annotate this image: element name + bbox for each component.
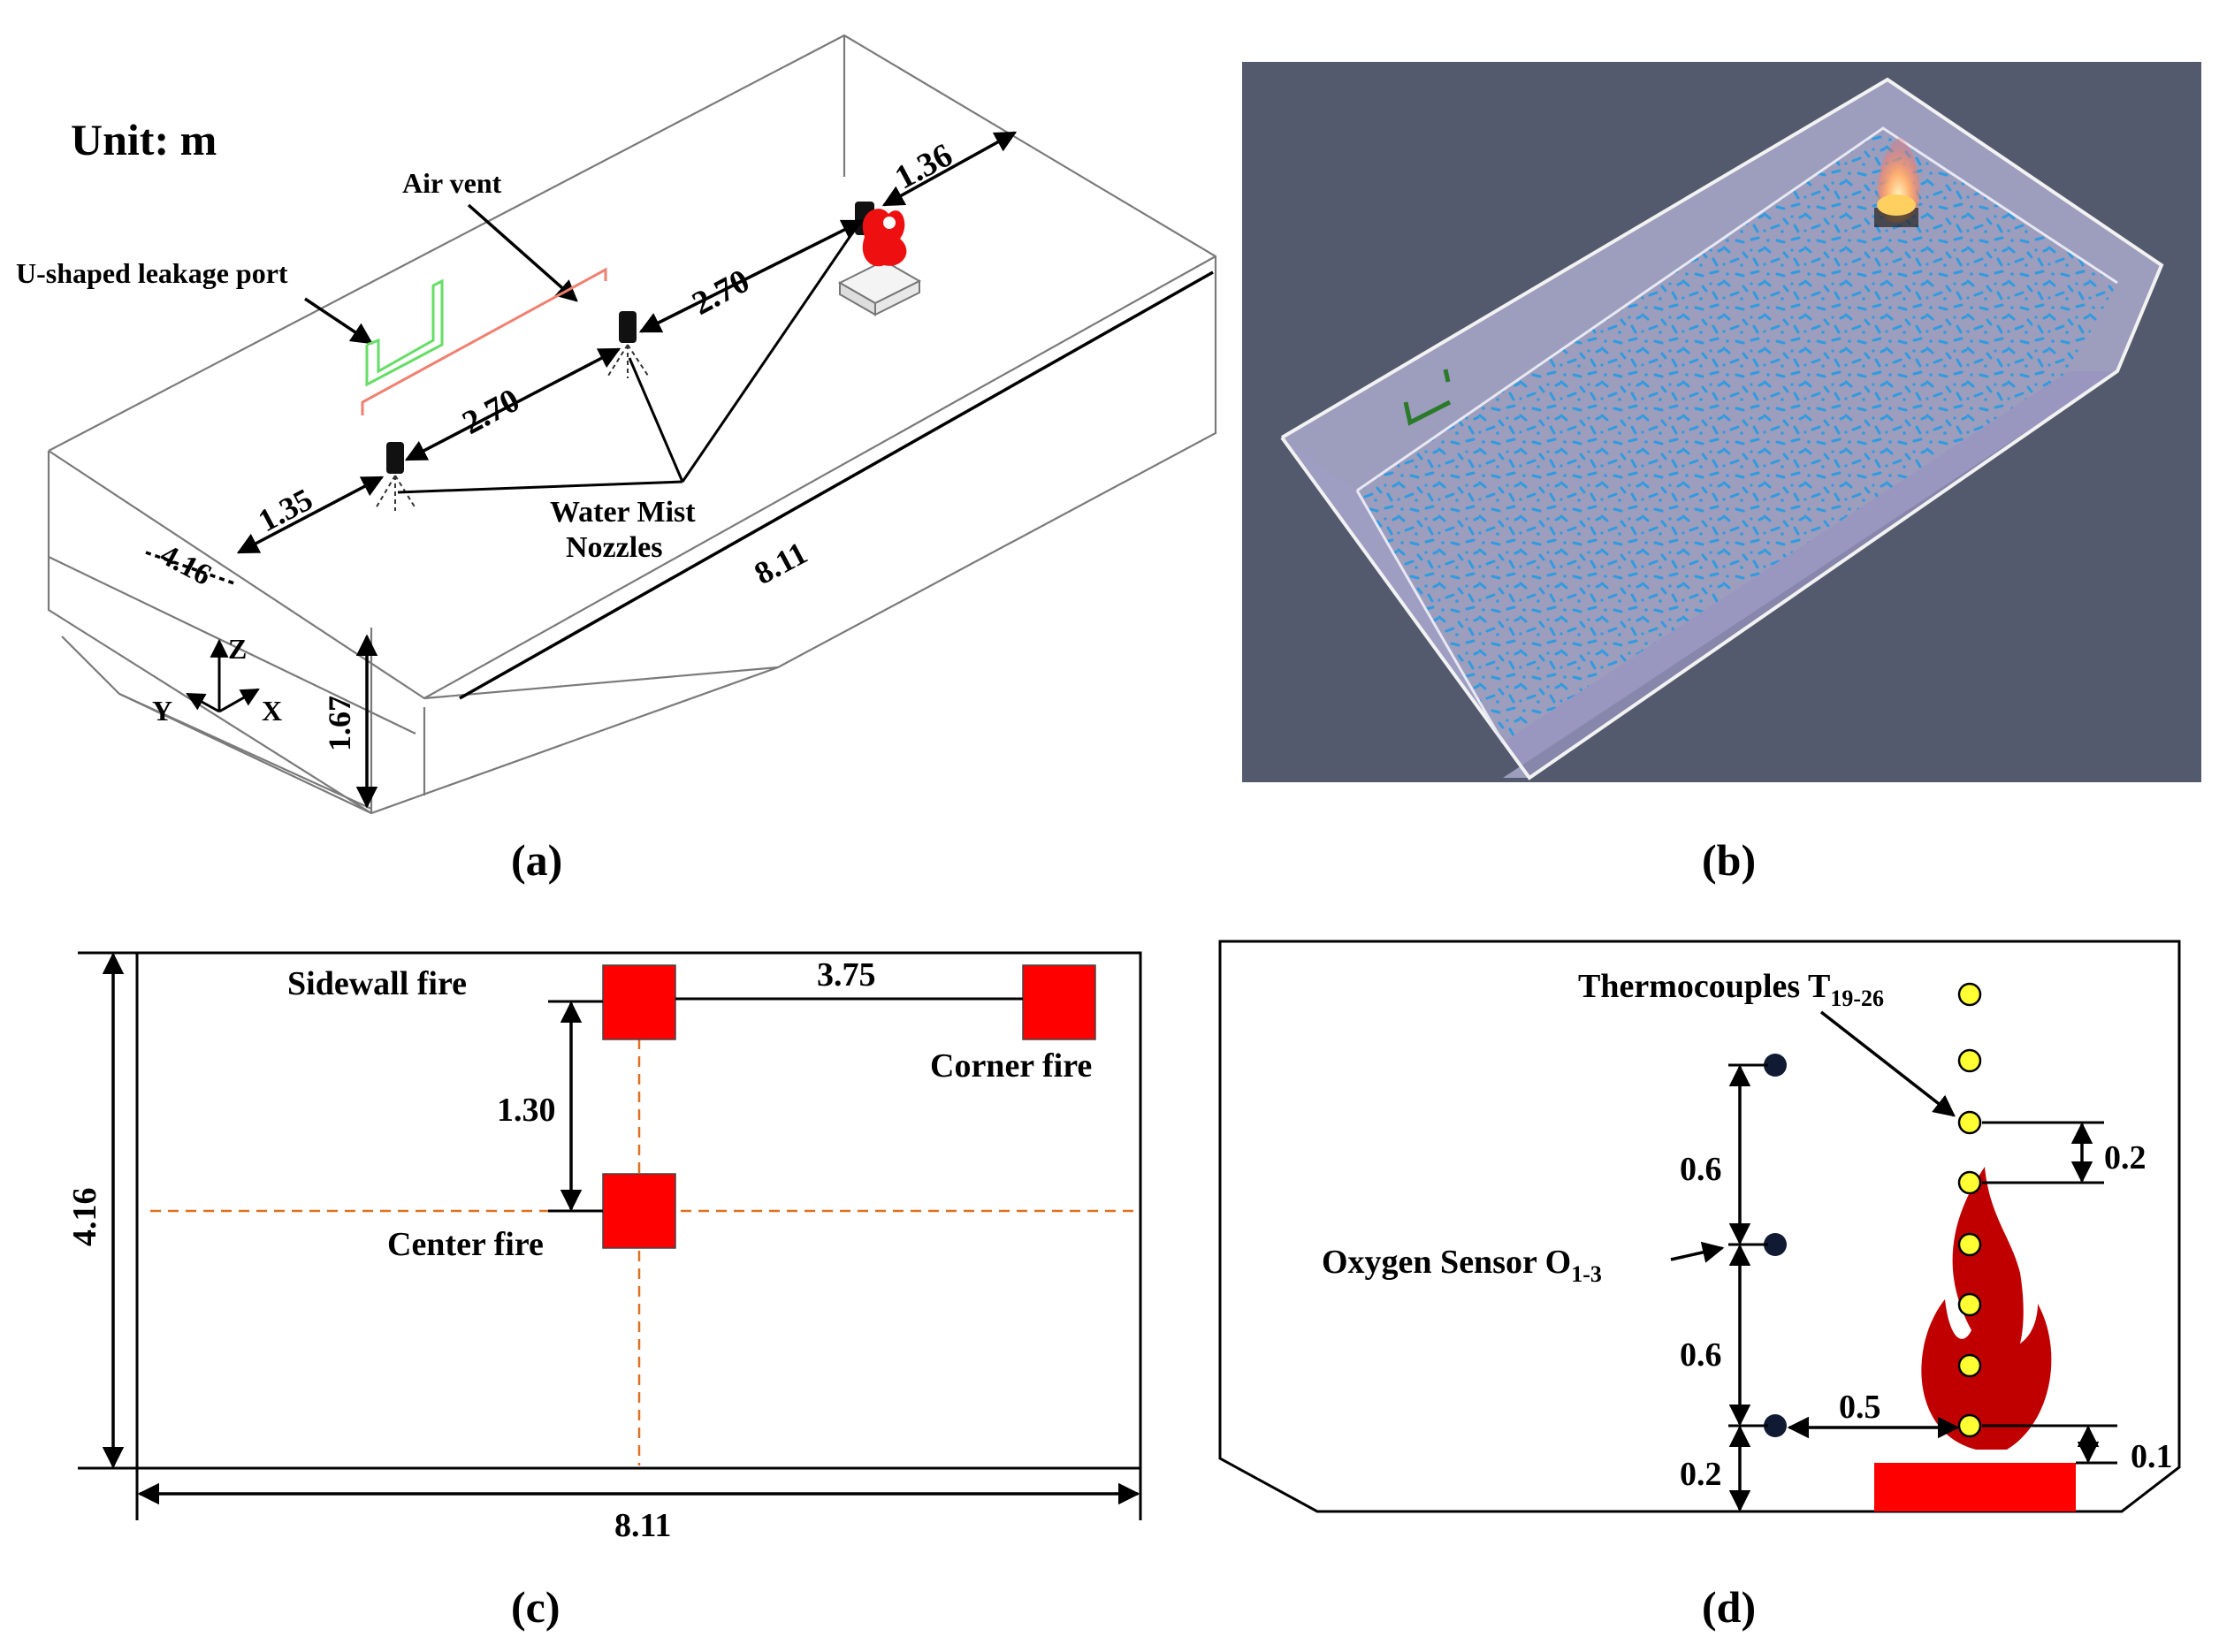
thermocouples-leader	[1819, 1010, 1956, 1117]
corner-fire	[1022, 964, 1096, 1040]
oxygen-sensor-label: Oxygen Sensor O1-3	[1322, 1244, 1602, 1287]
leakage-port-leader	[304, 297, 374, 345]
nozzle-1	[375, 442, 416, 511]
caption-d: (d)	[1702, 1582, 1756, 1632]
dim-2-70-lower: 2.70	[456, 382, 525, 442]
axis-x-label: X	[262, 695, 282, 727]
oxygen-sensor	[1764, 1414, 1787, 1437]
dim-0-2-left: 0.2	[1680, 1456, 1722, 1493]
panel-b: (b)	[1242, 62, 2201, 885]
thermocouple	[1957, 982, 1982, 1007]
sidewall-fire-label: Sidewall fire	[287, 965, 467, 1002]
dim-1-35: 1.35	[253, 481, 318, 538]
dim-2-70-upper-arrow	[638, 219, 865, 333]
tank-inner-edge	[1356, 126, 2118, 492]
dim-1-36: 1.36	[889, 136, 958, 196]
dim-0-2-right: 0.2	[2104, 1139, 2147, 1176]
fire-base	[1874, 1463, 2076, 1511]
dim-0-1: 0.1	[2131, 1438, 2173, 1475]
left-dimension-ticks	[1728, 1063, 1768, 1513]
thermocouple	[1957, 1353, 1982, 1378]
leakage-port-marker	[1403, 369, 1452, 426]
dim-8-11-c: 8.11	[614, 1507, 671, 1544]
air-vent-label: Air vent	[402, 167, 502, 199]
dim-1-67: 1.67	[322, 696, 357, 751]
dim-2-70-lower-arrow	[404, 347, 621, 461]
thermocouple	[1957, 1110, 1982, 1135]
caption-a: (a)	[511, 835, 562, 885]
leakage-port-label: U-shaped leakage port	[16, 257, 288, 289]
dim-1-30: 1.30	[497, 1092, 556, 1129]
dim-0-5: 0.5	[1839, 1389, 1881, 1426]
nozzles-leaders	[397, 225, 859, 494]
center-fire-label: Center fire	[387, 1226, 544, 1263]
dim-0-6-upper: 0.6	[1680, 1151, 1722, 1188]
fire-plume-b	[1874, 137, 1920, 227]
dim-0-6-lower: 0.6	[1680, 1336, 1722, 1374]
tank-front-wall	[1503, 371, 2117, 778]
u-shaped-leakage-port	[365, 278, 444, 387]
oxygen-sensor	[1764, 1233, 1787, 1256]
panel-d: Thermocouples T19-26 Oxygen Sensor O1-3 …	[1218, 940, 2181, 1632]
thermocouples-label: Thermocouples T19-26	[1578, 968, 1884, 1011]
dim-4-16-c: 4.16	[66, 1188, 103, 1247]
dim-2-70-upper: 2.70	[686, 263, 755, 323]
caption-b: (b)	[1702, 835, 1756, 885]
air-vent-leader	[467, 203, 578, 302]
dim-8-11-arrow	[459, 270, 1214, 700]
unit-label: Unit: m	[71, 115, 217, 164]
panel-a: Unit: m Air vent U-shaped leakage port	[16, 34, 1217, 885]
thermocouple-column	[1957, 982, 1982, 1438]
dim-8-11: 8.11	[749, 535, 813, 591]
flame	[1921, 1167, 2052, 1450]
nozzles-label-line-2: Nozzles	[566, 531, 663, 564]
dim-1-36-arrow	[881, 131, 1018, 207]
tank-floor-mist	[1357, 128, 2117, 742]
axis-triad	[186, 638, 260, 713]
tank-edges	[1280, 77, 2164, 780]
thermocouple	[1957, 1292, 1982, 1317]
center-fire	[602, 1173, 676, 1249]
caption-c: (c)	[511, 1582, 560, 1632]
oxygen-sensor	[1764, 1054, 1787, 1077]
dim-4-16-arrow	[145, 551, 235, 585]
dim-1-35-arrow	[236, 476, 385, 554]
oxygen-sensor-leader	[1670, 1241, 1725, 1263]
axis-y-label: Y	[152, 695, 172, 727]
tank-inner-edge-2	[1355, 490, 1505, 743]
thermocouple	[1957, 1170, 1982, 1195]
panel-c: 3.75 Sidewall fire Corner fire Center fi…	[66, 951, 1142, 1632]
dim-4-16: 4.16	[155, 538, 217, 592]
plan-outline	[135, 951, 1142, 1470]
sidewall-fire	[602, 964, 676, 1040]
nozzle-2	[607, 311, 649, 378]
thermocouple	[1957, 1413, 1982, 1438]
enclosure-wireframe	[47, 34, 1217, 815]
axis-z-label: Z	[228, 633, 247, 665]
dim-3-75: 3.75	[817, 956, 876, 993]
air-vent	[361, 267, 607, 415]
thermocouple	[1957, 1232, 1982, 1257]
thermocouple	[1957, 1048, 1982, 1073]
section-outline	[1218, 940, 2181, 1513]
corner-fire-label: Corner fire	[930, 1047, 1092, 1085]
nozzles-label-line-1: Water Mist	[550, 496, 696, 529]
